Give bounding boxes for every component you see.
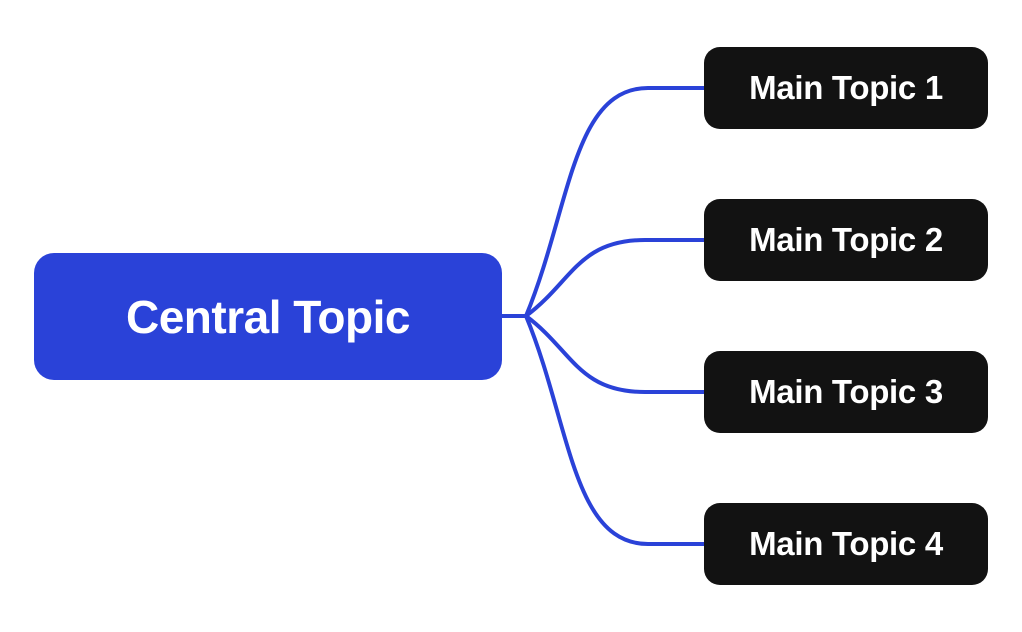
connector-central-to-main-topic-4 <box>500 314 706 546</box>
main-topic-1-label: Main Topic 1 <box>749 69 943 106</box>
connector-central-to-main-topic-3 <box>500 314 706 394</box>
connector-central-to-main-topic-2 <box>500 238 706 318</box>
main-topic-node-1[interactable]: Main Topic 1 <box>704 47 988 129</box>
central-topic-node[interactable]: Central Topic <box>34 253 502 380</box>
main-topic-2-label: Main Topic 2 <box>749 221 943 258</box>
main-topic-node-4[interactable]: Main Topic 4 <box>704 503 988 585</box>
central-topic-label: Central Topic <box>125 290 411 343</box>
connector-central-to-main-topic-1 <box>500 86 706 318</box>
main-topic-node-2[interactable]: Main Topic 2 <box>704 199 988 281</box>
main-topic-3-label: Main Topic 3 <box>749 373 943 410</box>
main-topic-node-3[interactable]: Main Topic 3 <box>704 351 988 433</box>
main-topic-4-label: Main Topic 4 <box>749 525 943 562</box>
